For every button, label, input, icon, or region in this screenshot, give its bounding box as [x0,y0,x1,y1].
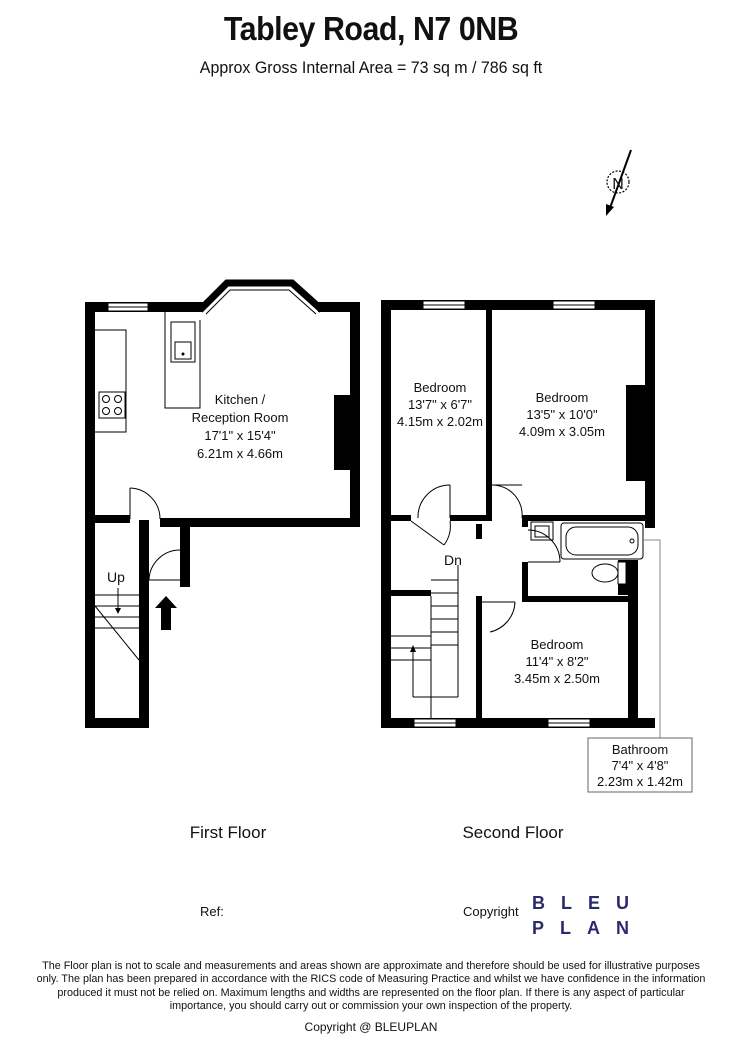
page-subtitle: Approx Gross Internal Area = 73 sq m / 7… [199,58,543,77]
bedroom-3-name: Bedroom [531,637,584,652]
bedroom-1-name: Bedroom [414,380,467,395]
bleuplan-logo-top: BLEU [532,893,645,913]
stairs-down-label: Dn [444,552,462,568]
first-floor-plan: Kitchen / Reception Room 17'1" x 15'4" 6… [85,279,360,842]
bathroom-imperial: 7'4" x 4'8" [612,758,669,773]
kitchen-metric: 6.21m x 4.66m [197,446,283,461]
bleuplan-logo-bottom: PLAN [532,918,645,938]
bathroom-metric: 2.23m x 1.42m [597,774,683,789]
stairs-up-label: Up [107,569,125,585]
copyright-footer: Copyright @ BLEUPLAN [304,1020,438,1034]
second-floor-label: Second Floor [462,823,563,842]
first-floor-label: First Floor [190,823,267,842]
bedroom-1-imperial: 13'7" x 6'7" [408,397,472,412]
kitchen-name-2: Reception Room [192,410,289,425]
disclaimer-text: The Floor plan is not to scale and measu… [36,960,706,1012]
kitchen-imperial: 17'1" x 15'4" [204,428,276,443]
bathroom-name: Bathroom [612,742,668,757]
ref-label: Ref: [200,904,224,919]
copyright-label: Copyright [463,904,519,919]
bedroom-2-imperial: 13'5" x 10'0" [526,407,598,422]
bedroom-3-metric: 3.45m x 2.50m [514,671,600,686]
kitchen-name-1: Kitchen / [215,392,266,407]
page-title: Tabley Road, N7 0NB [223,10,519,47]
bedroom-2-name: Bedroom [536,390,589,405]
bedroom-3-imperial: 11'4" x 8'2" [525,654,588,669]
bedroom-1-metric: 4.15m x 2.02m [397,414,483,429]
second-floor-plan: Bedroom 13'7" x 6'7" 4.15m x 2.02m Bedro… [381,300,693,842]
bedroom-2-metric: 4.09m x 3.05m [519,424,605,439]
compass-letter: N [612,176,624,193]
compass-icon: N [606,149,632,216]
